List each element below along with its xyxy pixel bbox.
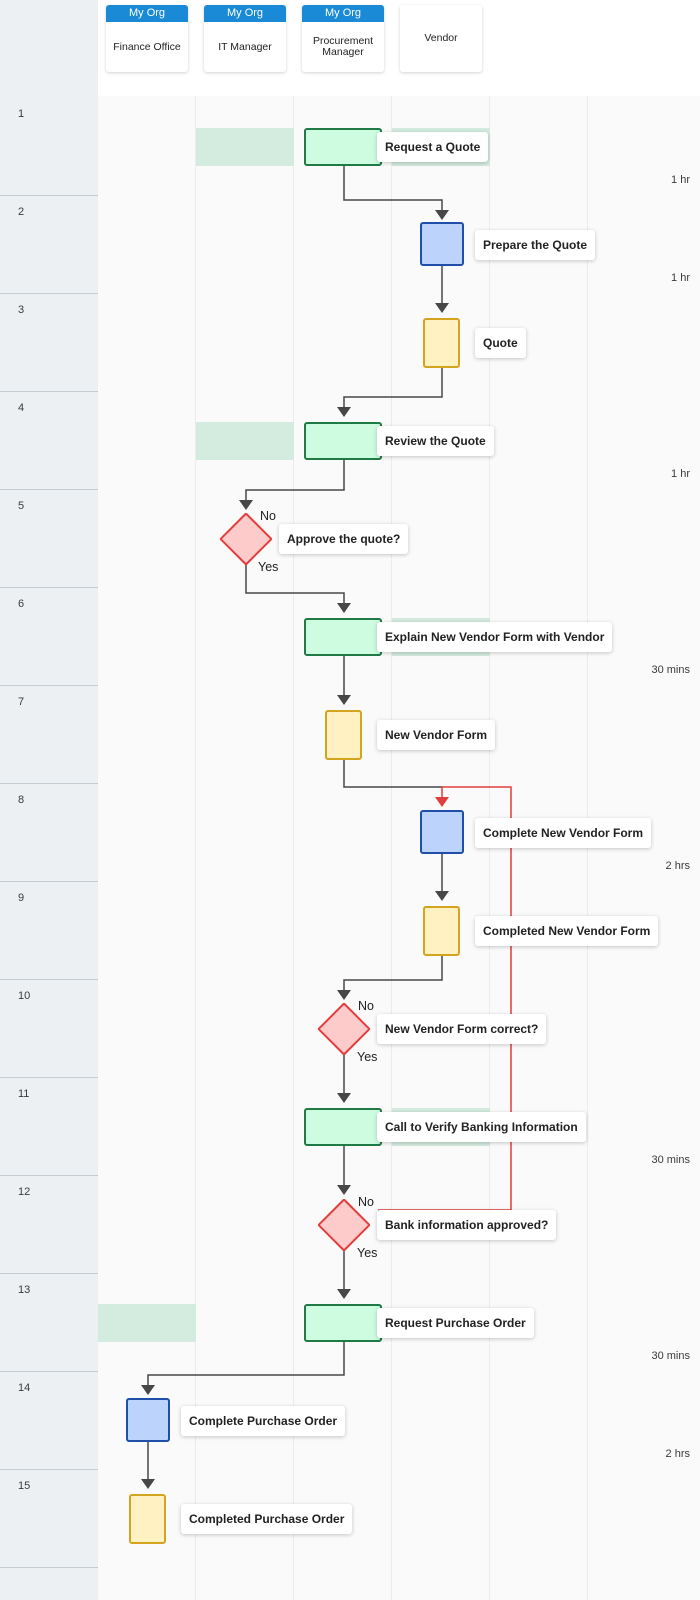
- activity-label[interactable]: Complete New Vendor Form: [475, 818, 652, 848]
- lane-name: Finance Office: [113, 40, 181, 53]
- lane-name: Procurement Manager: [312, 35, 374, 58]
- decision-label[interactable]: Bank information approved?: [377, 1210, 557, 1240]
- activity-label[interactable]: Request Purchase Order: [377, 1308, 534, 1338]
- step-number: 7: [18, 696, 25, 708]
- step-number: 3: [18, 304, 25, 316]
- lane-highlight: [98, 1304, 196, 1342]
- step-number: 9: [18, 892, 25, 904]
- step-duration: 30 mins: [651, 664, 690, 676]
- row-divider: [0, 489, 98, 490]
- row-divider: [0, 1273, 98, 1274]
- row-divider: [0, 1175, 98, 1176]
- document-label[interactable]: New Vendor Form: [377, 720, 496, 750]
- step-duration: 1 hr: [671, 174, 690, 186]
- row-divider: [0, 1469, 98, 1470]
- branch-no-label: No: [260, 509, 276, 523]
- row-divider: [0, 587, 98, 588]
- lane-name: IT Manager: [218, 40, 272, 53]
- activity-explain-vendor-form[interactable]: [304, 618, 382, 656]
- step-number: 14: [18, 1382, 31, 1394]
- row-divider: [0, 685, 98, 686]
- lane-header-vendor[interactable]: Vendor: [400, 5, 482, 72]
- row-divider: [0, 195, 98, 196]
- row-divider: [0, 1567, 98, 1568]
- step-number: 10: [18, 990, 31, 1002]
- step-number: 2: [18, 206, 25, 218]
- step-number: 13: [18, 1284, 31, 1296]
- branch-yes-label: Yes: [357, 1050, 378, 1064]
- decision-label[interactable]: New Vendor Form correct?: [377, 1014, 547, 1044]
- document-label[interactable]: Completed New Vendor Form: [475, 916, 659, 946]
- row-divider: [0, 391, 98, 392]
- step-duration: 30 mins: [651, 1350, 690, 1362]
- activity-complete-purchase-order[interactable]: [126, 1398, 170, 1442]
- document-label[interactable]: Quote: [475, 328, 526, 358]
- activity-label[interactable]: Prepare the Quote: [475, 230, 596, 260]
- step-duration: 1 hr: [671, 272, 690, 284]
- row-divider: [0, 783, 98, 784]
- lane-name: Vendor: [424, 32, 458, 44]
- document-quote[interactable]: [423, 318, 460, 368]
- activity-label[interactable]: Explain New Vendor Form with Vendor: [377, 622, 613, 652]
- step-duration: 2 hrs: [665, 860, 690, 872]
- org-badge: My Org: [106, 5, 188, 22]
- decision-label[interactable]: Approve the quote?: [279, 524, 409, 554]
- activity-review-quote[interactable]: [304, 422, 382, 460]
- activity-verify-banking[interactable]: [304, 1108, 382, 1146]
- org-badge: My Org: [204, 5, 286, 22]
- row-divider: [0, 881, 98, 882]
- step-number: 4: [18, 402, 25, 414]
- step-number: 12: [18, 1186, 31, 1198]
- document-completed-vendor-form[interactable]: [423, 906, 460, 956]
- activity-request-purchase-order[interactable]: [304, 1304, 382, 1342]
- step-duration: 30 mins: [651, 1154, 690, 1166]
- step-duration: 2 hrs: [665, 1448, 690, 1460]
- row-divider: [0, 1077, 98, 1078]
- step-column: [0, 0, 98, 1600]
- document-label[interactable]: Completed Purchase Order: [181, 1504, 353, 1534]
- step-number: 11: [18, 1088, 30, 1100]
- lane-highlight: [196, 128, 294, 166]
- activity-request-quote[interactable]: [304, 128, 382, 166]
- step-number: 8: [18, 794, 25, 806]
- activity-label[interactable]: Review the Quote: [377, 426, 494, 456]
- lane-procurement-manager: [294, 96, 392, 1600]
- branch-no-label: No: [358, 999, 374, 1013]
- row-divider: [0, 979, 98, 980]
- document-completed-purchase-order[interactable]: [129, 1494, 166, 1544]
- activity-prepare-quote[interactable]: [420, 222, 464, 266]
- lane-highlight: [196, 422, 294, 460]
- step-number: 6: [18, 598, 25, 610]
- branch-yes-label: Yes: [258, 560, 279, 574]
- lane-header-it-manager[interactable]: My Org IT Manager: [204, 5, 286, 72]
- step-duration: 1 hr: [671, 468, 690, 480]
- lane-it-manager: [196, 96, 294, 1600]
- activity-label[interactable]: Request a Quote: [377, 132, 489, 162]
- lane-header-finance-office[interactable]: My Org Finance Office: [106, 5, 188, 72]
- step-number: 15: [18, 1480, 31, 1492]
- row-divider: [0, 1371, 98, 1372]
- step-number: 1: [18, 108, 25, 120]
- document-new-vendor-form[interactable]: [325, 710, 362, 760]
- lane-finance-office: [98, 96, 196, 1600]
- branch-yes-label: Yes: [357, 1246, 378, 1260]
- lane-empty: [588, 96, 700, 1600]
- activity-label[interactable]: Complete Purchase Order: [181, 1406, 346, 1436]
- org-badge: My Org: [302, 5, 384, 22]
- lane-header-procurement-manager[interactable]: My Org Procurement Manager: [302, 5, 384, 72]
- row-divider: [0, 293, 98, 294]
- activity-label[interactable]: Call to Verify Banking Information: [377, 1112, 586, 1142]
- step-number: 5: [18, 500, 25, 512]
- branch-no-label: No: [358, 1195, 374, 1209]
- activity-complete-vendor-form[interactable]: [420, 810, 464, 854]
